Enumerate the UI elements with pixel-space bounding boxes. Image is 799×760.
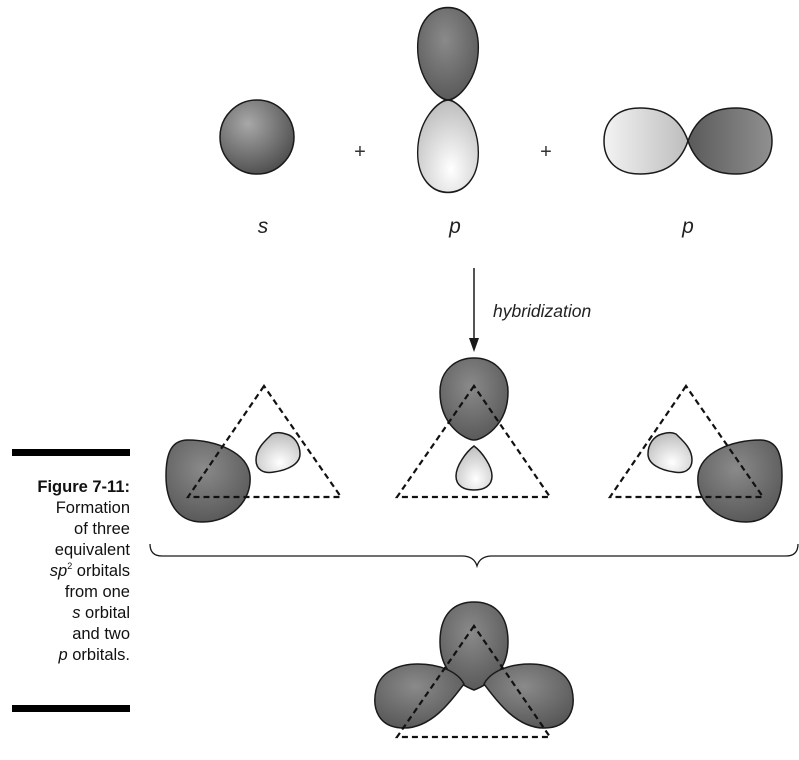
plus-sign-1: + <box>354 141 366 163</box>
caption-title: Figure 7-11: <box>37 478 130 496</box>
caption-line-5: from one <box>64 583 130 601</box>
caption-line-8: p orbitals. <box>0 645 130 666</box>
caption-line-4: sp2 orbitals <box>0 561 130 582</box>
label-p-vertical: p <box>448 215 461 238</box>
sp2-orbital-left <box>165 384 344 523</box>
combine-brace <box>149 543 799 569</box>
caption-line-2: of three <box>74 520 130 538</box>
caption-line-6: s orbital <box>0 603 130 624</box>
sp2-orbital-middle <box>394 357 553 499</box>
sp2-orbital-right <box>607 384 783 523</box>
caption-line-1: Formation <box>55 499 130 517</box>
caption-p-italic: p <box>58 646 68 664</box>
sp2-combined <box>374 601 574 739</box>
caption-line-3: equivalent <box>54 541 130 559</box>
caption-line-7: and two <box>72 625 130 643</box>
p-orbital-vertical <box>416 6 480 194</box>
figure-caption: Figure 7-11: Formation of three equivale… <box>0 477 130 666</box>
plus-sign-2: + <box>540 141 552 163</box>
caption-orbitals: orbitals <box>72 562 130 580</box>
label-s: s <box>258 215 269 238</box>
caption-top-bar <box>12 449 130 456</box>
caption-sp: sp <box>49 562 68 580</box>
label-p-horizontal: p <box>681 215 694 238</box>
caption-s-rest: orbital <box>80 604 130 622</box>
hybridization-label: hybridization <box>493 301 591 321</box>
caption-bottom-bar <box>12 705 130 712</box>
s-orbital <box>219 99 295 175</box>
caption-p-rest: orbitals. <box>67 646 130 664</box>
p-orbital-horizontal <box>603 107 773 175</box>
hybridization-arrow <box>469 268 479 352</box>
caption-s-italic: s <box>72 604 81 622</box>
caption-sp-superscript: 2 <box>67 561 73 571</box>
